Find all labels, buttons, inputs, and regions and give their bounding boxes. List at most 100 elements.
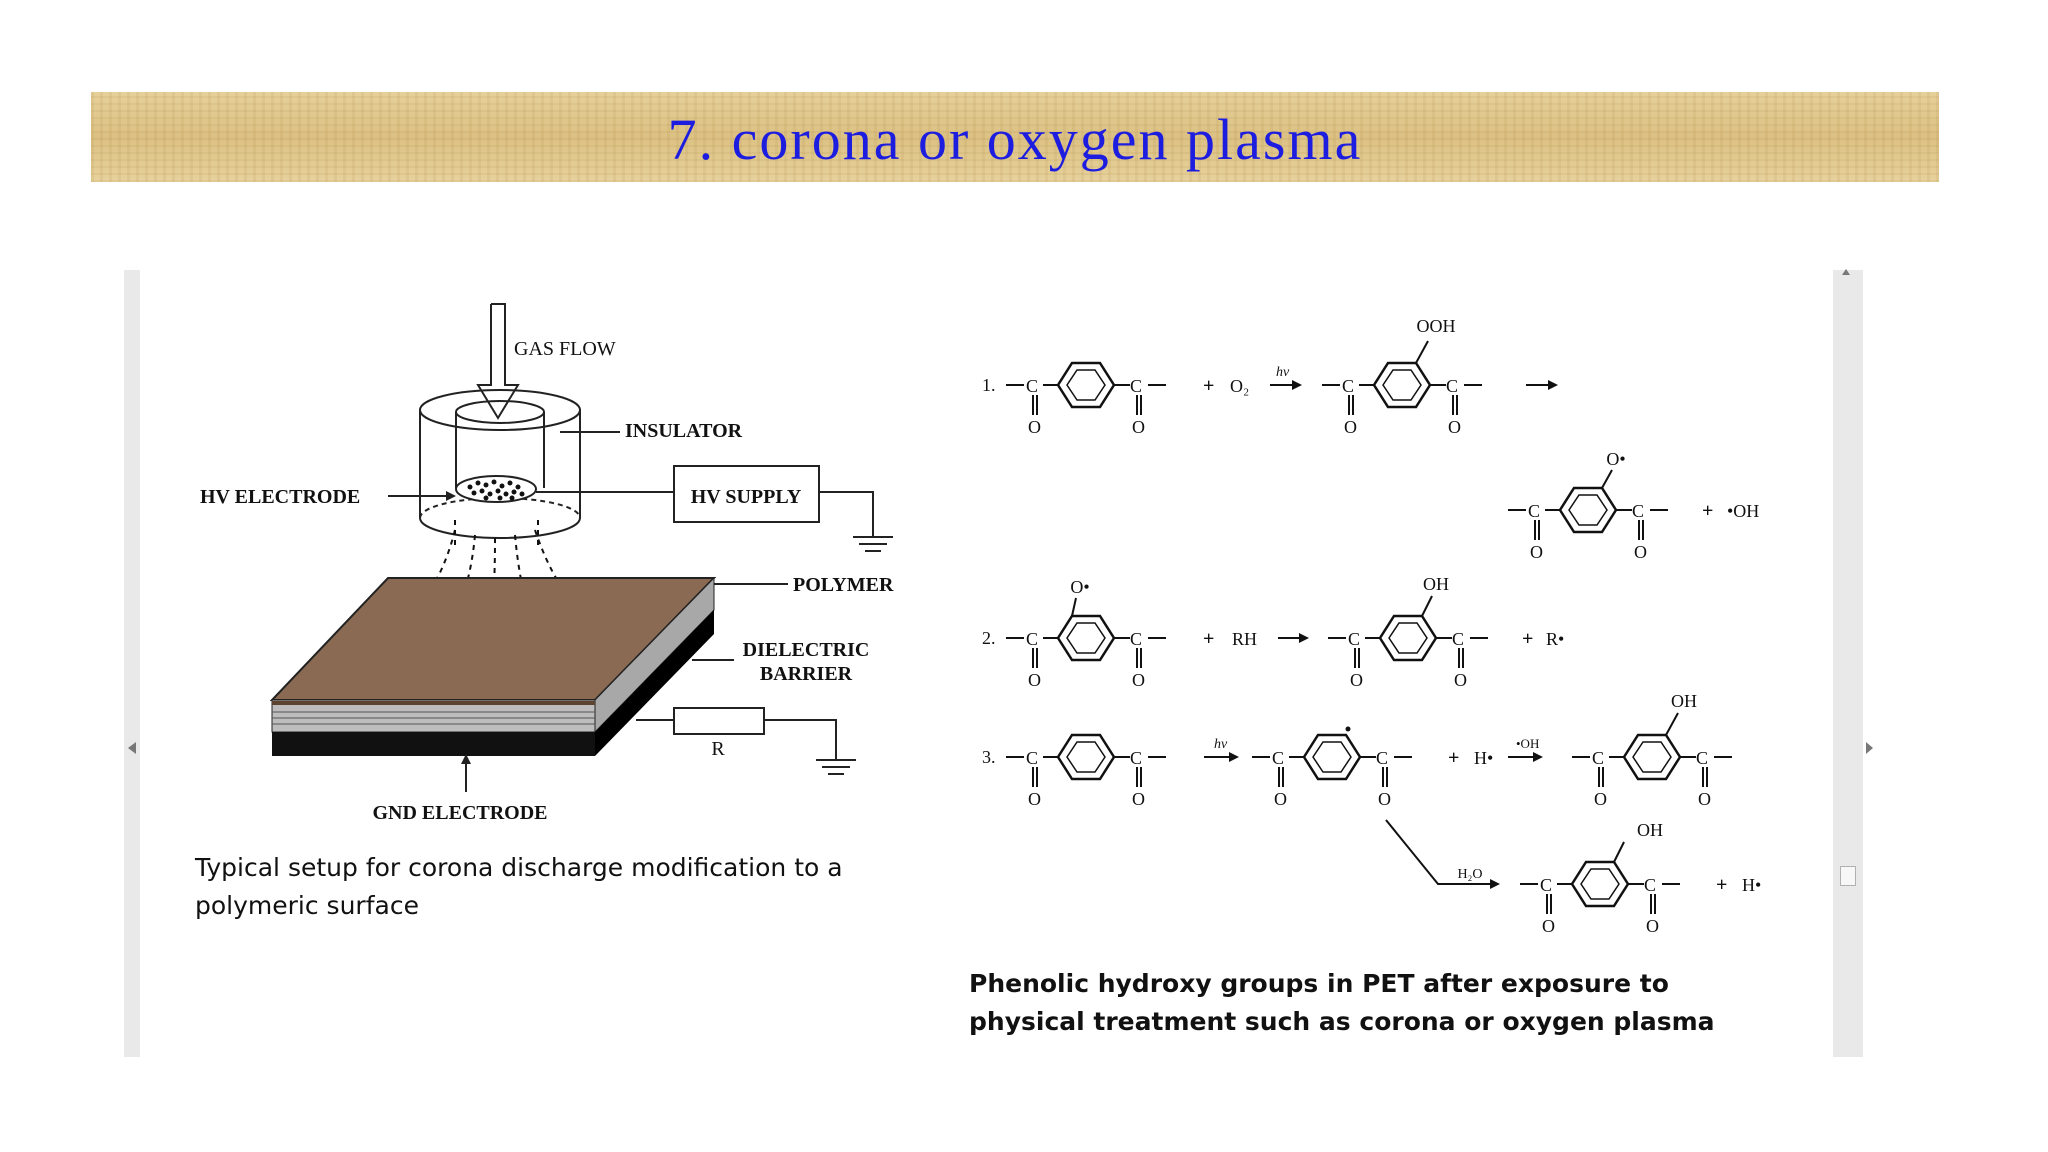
hv-electrode xyxy=(455,475,537,503)
carbon-label: C xyxy=(1528,501,1540,521)
right-scrollbar[interactable] xyxy=(1833,270,1863,1057)
carbon-label: C xyxy=(1376,748,1388,768)
resistor-label: R xyxy=(711,738,725,760)
carbon-label: C xyxy=(1348,629,1360,649)
hv-label: hν xyxy=(1276,365,1290,380)
carbon-label: C xyxy=(1026,629,1038,649)
alkyl-radical-label: R• xyxy=(1546,629,1564,649)
hv-supply-label: HV SUPPLY xyxy=(691,486,802,508)
oxy-radical-label: O• xyxy=(1606,449,1625,469)
gnd-electrode-label: GND ELECTRODE xyxy=(372,802,547,824)
dielectric-hatching xyxy=(272,711,595,725)
step-2-label: 2. xyxy=(982,628,996,648)
reaction-arrow-icon xyxy=(1508,752,1543,762)
carbon-label: C xyxy=(1452,629,1464,649)
step-1-label: 1. xyxy=(982,375,996,395)
carbon-label: C xyxy=(1696,748,1708,768)
oxygen-label: O xyxy=(1132,417,1145,437)
hv-electrode-arrow-icon xyxy=(446,491,456,501)
insulator-label: INSULATOR xyxy=(625,420,743,442)
carbon-label: C xyxy=(1592,748,1604,768)
carbon-label: C xyxy=(1446,376,1458,396)
slide-title: 7. corona or oxygen plasma xyxy=(667,106,1363,172)
scroll-up-arrow-icon[interactable] xyxy=(1842,269,1850,275)
pet-unit-1c: C C O O O• xyxy=(1506,449,1670,562)
oxygen-label: O xyxy=(1448,417,1461,437)
scroll-right-arrow-icon[interactable] xyxy=(1866,742,1873,754)
carbon-label: C xyxy=(1130,629,1142,649)
reaction-arrow-icon xyxy=(1278,633,1309,643)
oxygen-label: O xyxy=(1530,542,1543,562)
ground-icon xyxy=(819,491,893,552)
hydrogen-radical-label: H• xyxy=(1474,748,1493,768)
plus-sign: + xyxy=(1522,628,1533,650)
pet-unit-3a: C C O O xyxy=(1004,733,1168,809)
resistor-circuit xyxy=(636,707,856,775)
water-label: H₂O xyxy=(1457,867,1482,882)
plus-sign: + xyxy=(1716,874,1727,896)
title-banner: 7. corona or oxygen plasma xyxy=(91,92,1939,182)
oxygen-label: O xyxy=(1274,789,1287,809)
radical-dot xyxy=(1345,726,1351,732)
carbon-label: C xyxy=(1272,748,1284,768)
gnd-electrode-side xyxy=(595,610,714,756)
pet-unit-3d: C C O O OH xyxy=(1518,820,1682,936)
carbon-label: C xyxy=(1644,875,1656,895)
oxygen-label: O xyxy=(1132,789,1145,809)
plus-sign: + xyxy=(1702,500,1713,522)
hv-supply-box xyxy=(673,465,820,523)
gnd-electrode-front xyxy=(272,732,595,756)
oxygen-label: O xyxy=(1454,670,1467,690)
hydroxyl-radical-label: •OH xyxy=(1727,501,1759,521)
carbon-label: C xyxy=(1130,748,1142,768)
oxygen-label: O xyxy=(1132,670,1145,690)
insulator-cylinder xyxy=(419,389,581,539)
oxygen-label: O xyxy=(1028,670,1041,690)
oxygen-label: O xyxy=(1378,789,1391,809)
oxygen-label: O xyxy=(1634,542,1647,562)
hydrogen-radical-label: H• xyxy=(1742,875,1761,895)
hydroperoxy-label: OOH xyxy=(1417,316,1456,336)
hydroxyl-label: OH xyxy=(1423,574,1449,594)
plus-sign: + xyxy=(1448,747,1459,769)
carbon-label: C xyxy=(1026,748,1038,768)
setup-caption: Typical setup for corona discharge modif… xyxy=(195,853,843,920)
plus-sign: + xyxy=(1203,628,1214,650)
hv-electrode-label: HV ELECTRODE xyxy=(200,486,360,508)
polymer-label: POLYMER xyxy=(793,574,894,596)
hydroxyl-label: OH xyxy=(1637,820,1663,840)
hydroxyl-radical-reagent-label: •OH xyxy=(1516,736,1539,751)
pet-unit-2b: C C O O OH xyxy=(1326,574,1490,690)
oxygen-label: O xyxy=(1646,916,1659,936)
reaction-arrow-icon xyxy=(1270,380,1302,390)
carbon-label: C xyxy=(1026,376,1038,396)
pet-unit-2a: C C O O O• xyxy=(1004,577,1168,690)
oxygen-label: O xyxy=(1542,916,1555,936)
dielectric-label-line2: BARRIER xyxy=(760,663,853,685)
hydrocarbon-label: RH xyxy=(1232,629,1257,649)
hv-label: hν xyxy=(1214,737,1228,752)
pet-unit-1a: C C O O xyxy=(1004,361,1168,437)
pet-unit-1b: C C O O OOH xyxy=(1320,316,1484,437)
carbon-label: C xyxy=(1130,376,1142,396)
carbon-label: C xyxy=(1540,875,1552,895)
oxygen-molecule-label: O₂ xyxy=(1230,376,1249,396)
carbon-label: C xyxy=(1342,376,1354,396)
reaction-arrow-icon xyxy=(1526,380,1558,390)
plus-sign: + xyxy=(1203,375,1214,397)
scrollbar-thumb[interactable] xyxy=(1840,866,1856,886)
oxygen-label: O xyxy=(1344,417,1357,437)
carbon-label: C xyxy=(1632,501,1644,521)
left-scrollbar[interactable] xyxy=(124,270,140,1057)
dielectric-label-line1: DIELECTRIC xyxy=(743,639,870,661)
scroll-left-arrow-icon[interactable] xyxy=(128,742,136,754)
gnd-arrow-icon xyxy=(461,754,471,764)
pet-unit-3b: C C O O xyxy=(1250,726,1414,809)
step-3-label: 3. xyxy=(982,747,996,767)
oxygen-label: O xyxy=(1350,670,1363,690)
oxygen-label: O xyxy=(1698,789,1711,809)
oxy-radical-label: O• xyxy=(1070,577,1089,597)
